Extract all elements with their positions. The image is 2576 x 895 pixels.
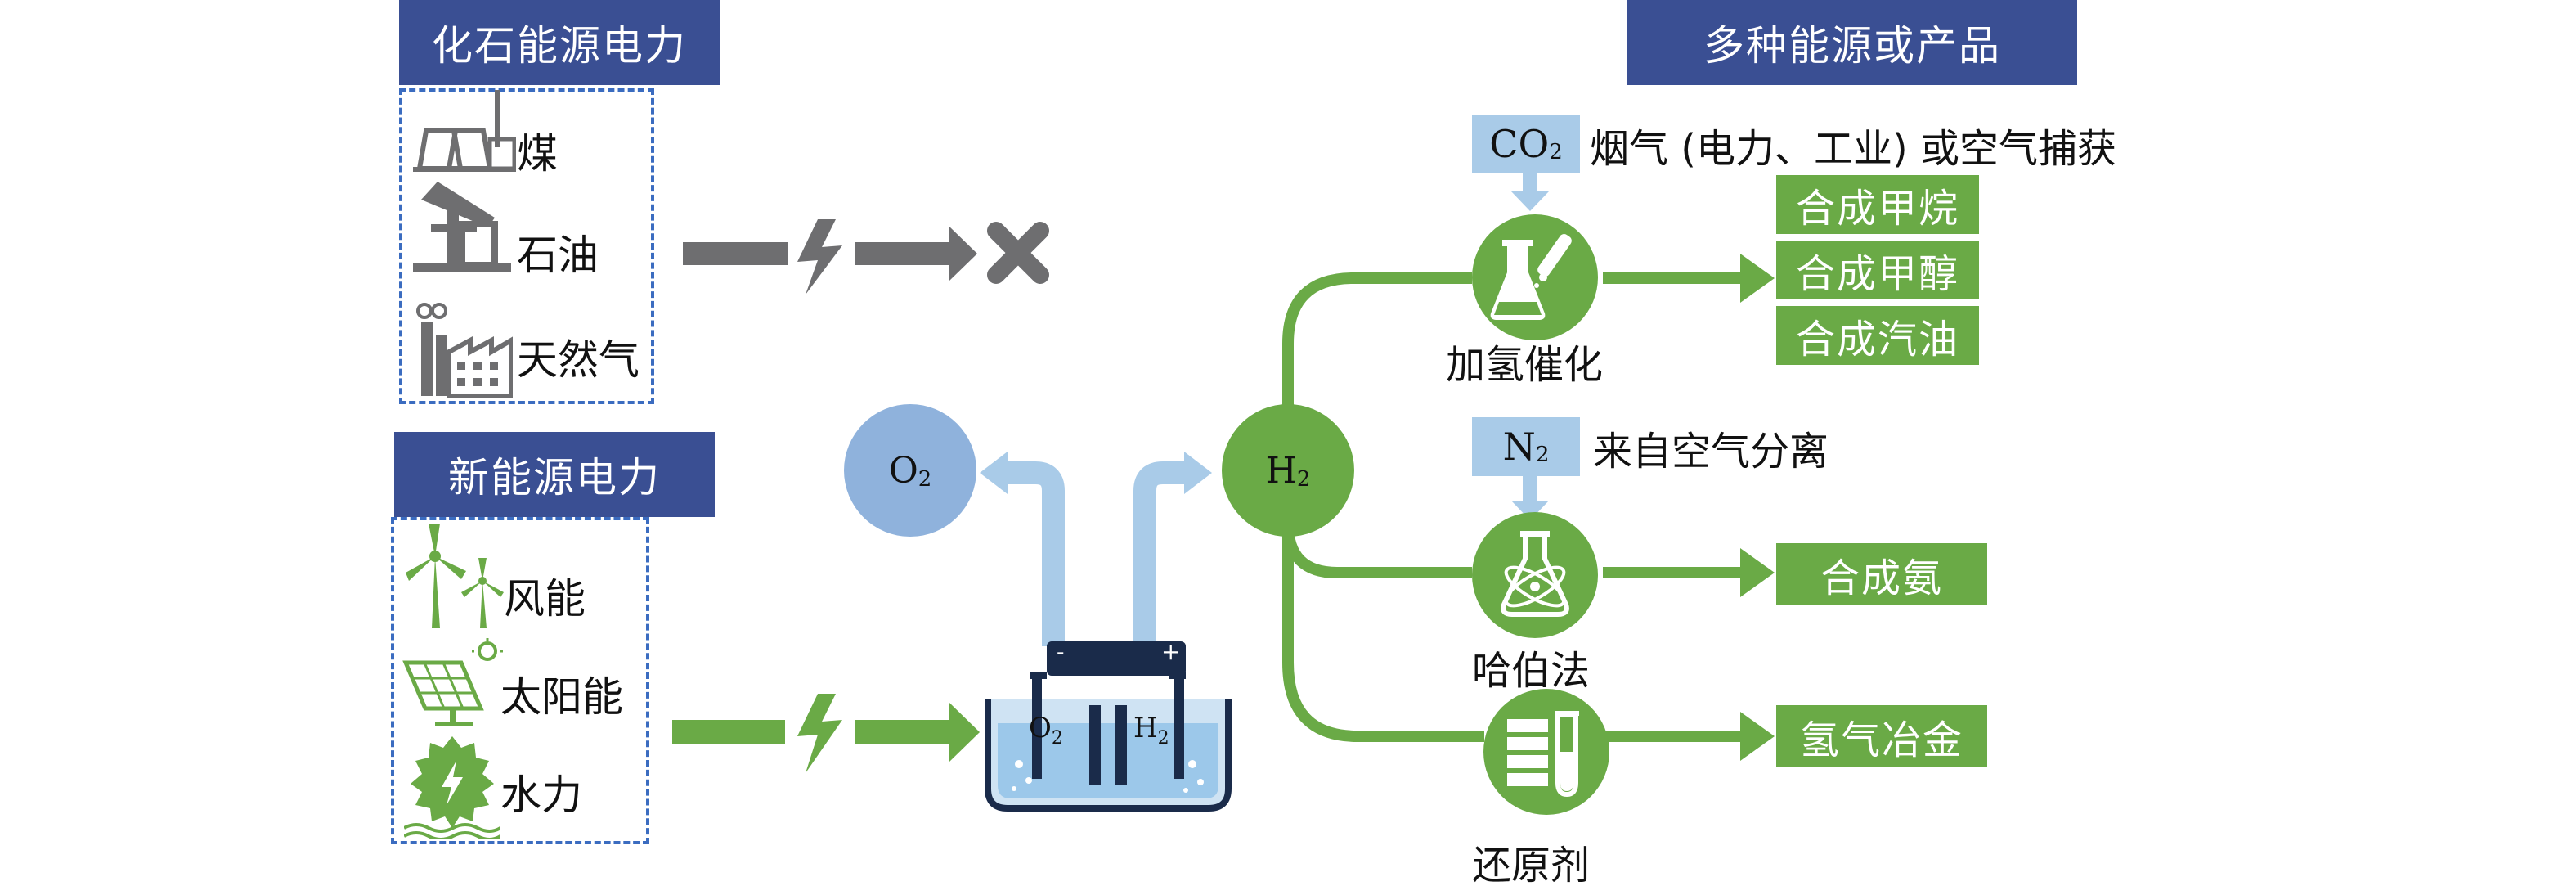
renewable-header: 新能源电力: [394, 432, 715, 517]
product-box: 合成汽油: [1776, 306, 1979, 365]
reducer-node: [1483, 689, 1609, 815]
product-box: 合成甲烷: [1776, 175, 1979, 234]
renewable-item-label: 风能: [504, 575, 586, 623]
solar-panel-icon: [402, 638, 505, 728]
haber-node: [1472, 512, 1598, 638]
anode-label: O2: [1029, 712, 1063, 749]
n2-feed-arrow: [1511, 476, 1549, 520]
power-plant-icon: [413, 90, 517, 172]
branch-arrowheads: [1740, 254, 1775, 761]
product-box: 氢气冶金: [1776, 705, 1987, 767]
h2-arrowhead: [1184, 452, 1212, 494]
h2-hub-label: H: [1265, 449, 1297, 492]
o2-bubble-sub: 2: [918, 467, 932, 492]
battery-plus: +: [1161, 638, 1181, 665]
atom-flask-icon: [1501, 531, 1569, 617]
h2-branch-lines: [1282, 272, 1742, 742]
fossil-item-label: 石油: [517, 232, 599, 279]
h2-outlet-arrow: [1133, 461, 1186, 646]
gas-factory-icon: [413, 303, 514, 399]
cross-icon: [987, 222, 1049, 284]
o2-outlet-arrow: [1006, 461, 1065, 646]
reducer-caption: 还原剂: [1472, 843, 1591, 888]
fossil-item-label: 天然气: [517, 336, 640, 384]
n2-source-text: 来自空气分离: [1593, 429, 1829, 474]
co2-source-text: 烟气 (电力、工业) 或空气捕获: [1590, 126, 2116, 172]
fossil-item-label: 煤: [517, 130, 558, 178]
co2-label: CO: [1489, 122, 1550, 166]
products-header: 多种能源或产品: [1627, 0, 2077, 85]
renewable-item-label: 太阳能: [500, 673, 623, 721]
anode-label-text: O: [1029, 712, 1052, 744]
n2-sub: 2: [1535, 443, 1550, 467]
renewable-arrow: [672, 694, 980, 773]
co2-sub: 2: [1549, 140, 1563, 164]
fossil-header: 化石能源电力: [399, 0, 720, 85]
catalysis-node: [1472, 214, 1598, 340]
anode-label-sub: 2: [1051, 727, 1063, 749]
wind-turbine-icon: [402, 524, 509, 628]
fossil-sources-box: [399, 88, 654, 404]
oil-pump-icon: [413, 175, 511, 273]
h2-hub-sub: 2: [1296, 467, 1311, 492]
flask-icon: [1490, 234, 1572, 320]
o2-bubble-label: O: [888, 449, 918, 492]
cathode-label-sub: 2: [1157, 727, 1169, 749]
co2-feed-arrow: [1511, 170, 1549, 211]
metal-test-tube-icon: [1507, 711, 1579, 798]
haber-caption: 哈伯法: [1472, 648, 1591, 694]
fossil-arrow: [683, 219, 977, 295]
catalysis-caption: 加氢催化: [1446, 342, 1604, 388]
electrolyzer-icon: [981, 641, 1235, 813]
product-box: 合成氨: [1776, 543, 1987, 605]
water-wheel-icon: [403, 736, 502, 841]
renewable-item-label: 水力: [500, 771, 582, 819]
cathode-label: H2: [1133, 712, 1169, 749]
o2-arrowhead: [980, 452, 1008, 494]
cathode-label-text: H: [1133, 712, 1158, 744]
n2-label: N: [1502, 425, 1536, 469]
product-box: 合成甲醇: [1776, 241, 1979, 299]
renewable-sources-box: [391, 517, 649, 844]
battery-minus: -: [1057, 638, 1065, 665]
